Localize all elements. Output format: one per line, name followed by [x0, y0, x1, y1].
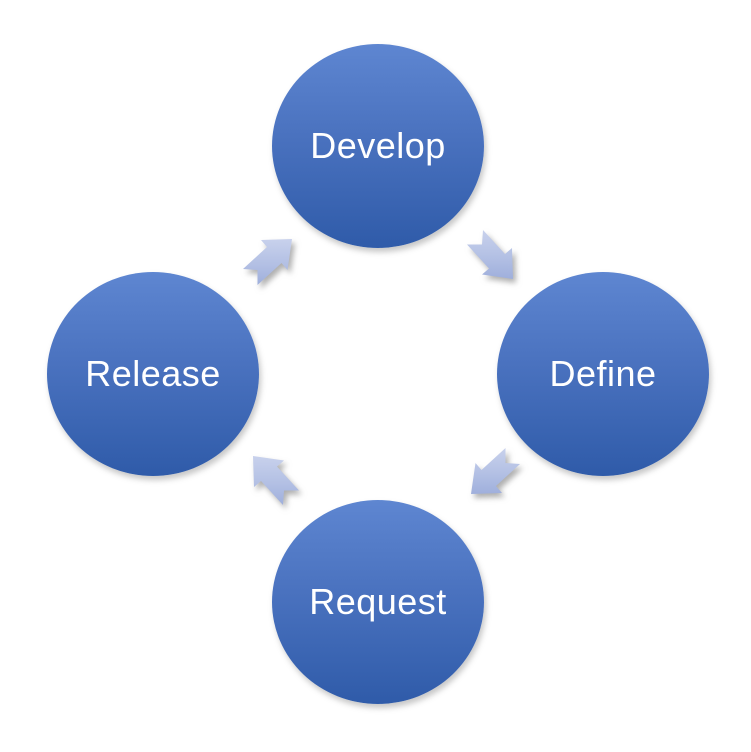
cycle-node-release[interactable]: Release [47, 272, 259, 476]
node-label-request: Request [309, 581, 447, 622]
cycle-arrow-develop-to-define-icon[interactable] [463, 227, 521, 285]
cycle-node-define[interactable]: Define [497, 272, 709, 476]
cycle-arrow-define-to-request-icon[interactable] [465, 444, 523, 502]
cycle-node-request[interactable]: Request [272, 500, 484, 704]
cycle-arrow-request-to-release-icon[interactable] [245, 450, 303, 508]
cycle-arrow-release-to-develop-icon[interactable] [240, 231, 298, 289]
node-label-release: Release [85, 353, 221, 394]
node-label-define: Define [549, 353, 657, 394]
node-label-develop: Develop [310, 125, 446, 166]
cycle-node-develop[interactable]: Develop [272, 44, 484, 248]
